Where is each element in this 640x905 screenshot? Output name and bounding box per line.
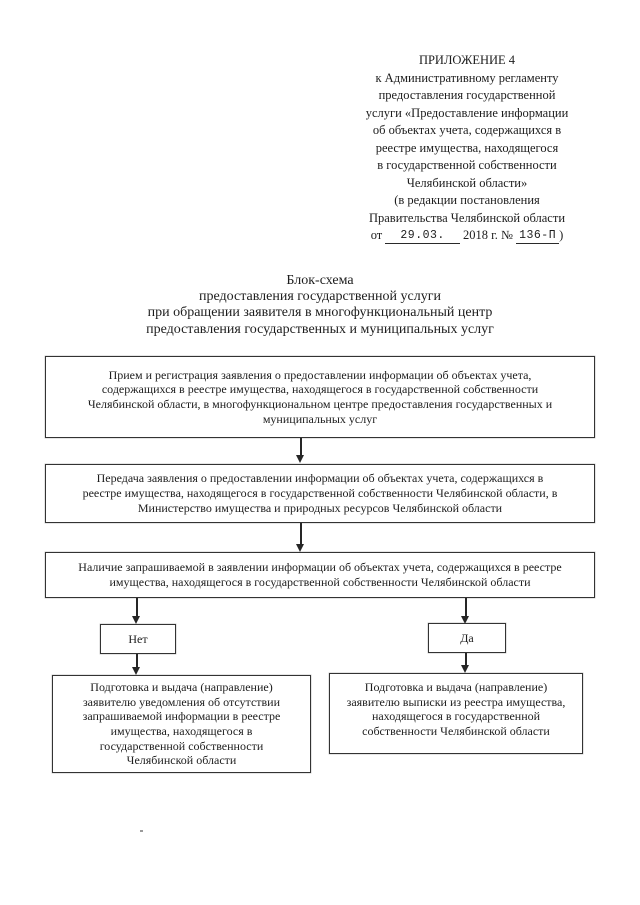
appendix-header: ПРИЛОЖЕНИЕ 4 к Административному регламе… xyxy=(330,52,604,245)
appendix-header-text: ПРИЛОЖЕНИЕ 4 к Административному регламе… xyxy=(365,53,569,225)
arrow-check-to-yes xyxy=(462,598,469,624)
date-suffix: ) xyxy=(559,228,564,242)
date-number-line: от 29.03. 2018 г. № 136-П) xyxy=(330,227,604,245)
flow-box-availability-check: Наличие запрашиваемой в заявлении информ… xyxy=(45,552,595,598)
flow-box-transfer-to-ministry: Передача заявления о предоставлении инфо… xyxy=(45,464,595,523)
flow-box-register-extract: Подготовка и выдача (направление) заявит… xyxy=(329,673,583,754)
flowchart-title: Блок-схема предоставления государственно… xyxy=(146,273,494,337)
date-blank-underline: 29.03. xyxy=(385,229,460,244)
scan-artifact-dot xyxy=(140,830,143,832)
arrow-yes-to-extract xyxy=(462,653,469,673)
arrow-no-to-notice xyxy=(133,654,140,675)
number-value: 136-П xyxy=(519,229,557,242)
flow-box-reception-registration: Прием и регистрация заявления о предоста… xyxy=(45,356,595,438)
arrow-transfer-to-check xyxy=(297,523,304,552)
arrow-reception-to-transfer xyxy=(297,438,304,463)
flow-box-yes: Да xyxy=(428,623,506,653)
number-blank-underline: 136-П xyxy=(516,229,560,244)
date-prefix: от xyxy=(370,228,383,242)
arrow-check-to-no xyxy=(133,598,140,624)
flow-box-no: Нет xyxy=(100,624,176,654)
date-middle: 2018 г. № xyxy=(462,228,513,242)
flow-box-notice-of-absence: Подготовка и выдача (направление) заявит… xyxy=(52,675,311,773)
date-value: 29.03. xyxy=(400,229,445,242)
